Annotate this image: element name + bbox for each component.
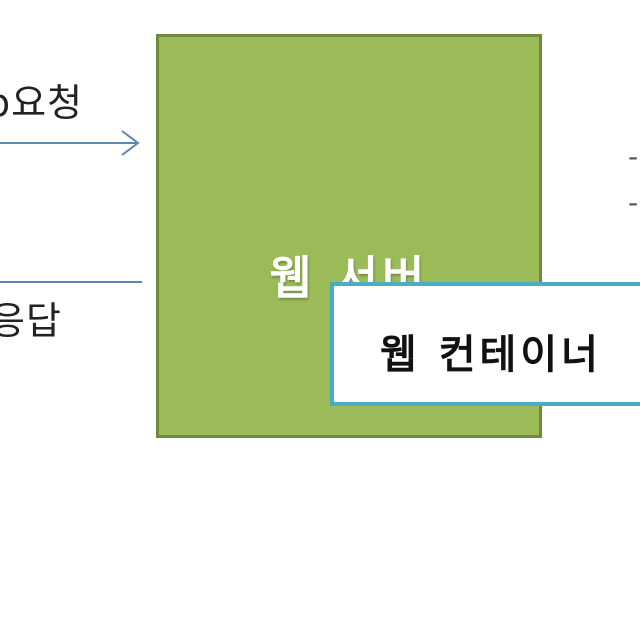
request-label-prefix: p	[0, 81, 11, 125]
request-label: p요청	[0, 72, 83, 127]
request-arrowhead	[121, 130, 140, 156]
response-label: 응답	[0, 299, 62, 343]
request-label-text: 요청	[11, 81, 84, 125]
web-container-title: 웹 컨테이너	[380, 332, 602, 378]
edge-mark-top: -	[628, 140, 639, 173]
web-container-box: 웹 컨테이너	[330, 282, 640, 406]
edge-mark-bottom: -	[628, 186, 639, 219]
